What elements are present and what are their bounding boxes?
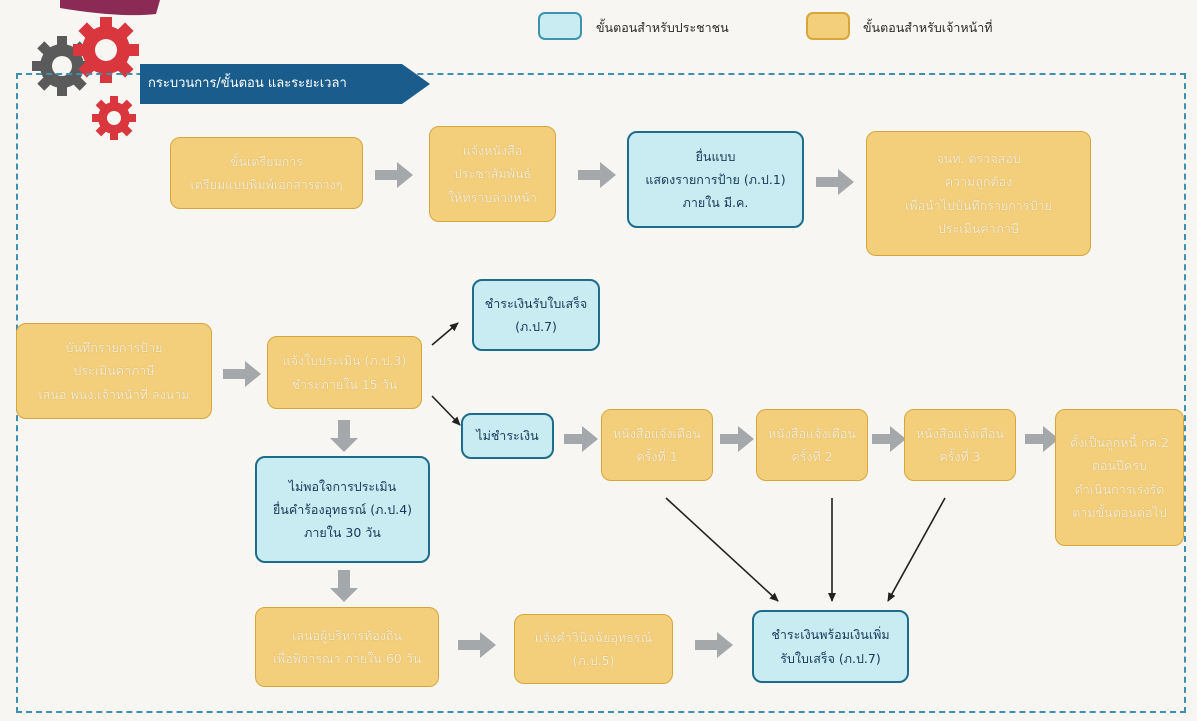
step-notify-public: แจ้งหนังสือ ประชาสัมพันธ์ ให้ทราบล่วงหน้… xyxy=(429,126,556,222)
corner-decoration xyxy=(60,0,160,16)
flow-arrow xyxy=(223,361,261,387)
legend-staff-label: ขั้นตอนสำหรับเจ้าหน้าที่ xyxy=(863,20,993,35)
gears-icon xyxy=(32,17,139,140)
flow-arrow xyxy=(872,426,906,452)
flow-arrow xyxy=(816,169,854,195)
step-pay-receipt: ชำระเงินรับใบเสร็จ (ภ.ป.7) xyxy=(472,279,600,351)
step-notify-assessment: แจ้งใบประเมิน (ภ.ป.3) ชำระภายใน 15 วัน xyxy=(267,336,422,409)
step-reminder-1: หนังสือแจ้งเตือน ครั้งที่ 1 xyxy=(601,409,713,481)
step-appeal-result: แจ้งคำวินิจฉัยอุทธรณ์ (ภ.ป.5) xyxy=(514,614,673,684)
title-banner xyxy=(140,64,430,104)
flow-arrow xyxy=(695,632,733,658)
flow-arrow xyxy=(330,570,358,602)
flow-arrow xyxy=(330,420,358,452)
flow-arrow xyxy=(720,426,754,452)
legend-staff-swatch xyxy=(806,12,850,40)
flow-arrow xyxy=(458,632,496,658)
legend-citizen-swatch xyxy=(538,12,582,40)
step-reminder-2: หนังสือแจ้งเตือน ครั้งที่ 2 xyxy=(756,409,868,481)
page-title: กระบวนการ/ขั้นตอน และระยะเวลา xyxy=(148,76,347,91)
flow-arrow xyxy=(578,162,616,188)
step-not-paid: ไม่ชำระเงิน xyxy=(461,413,554,459)
step-submit-form: ยื่นแบบ แสดงรายการป้าย (ภ.ป.1) ภายใน มี.… xyxy=(627,131,804,228)
flow-arrow xyxy=(564,426,598,452)
flow-arrow xyxy=(375,162,413,188)
step-record-assess: บันทึกรายการป้าย ประเมินค่าภาษี เสนอ พนง… xyxy=(16,323,212,419)
step-pay-surcharge: ชำระเงินพร้อมเงินเพิ่ม รับใบเสร็จ (ภ.ป.7… xyxy=(752,610,909,683)
step-verify: จนท. ตรวจสอบ ความถูกต้อง เพื่อนำไปบันทึก… xyxy=(866,131,1091,256)
flow-arrow xyxy=(1025,426,1059,452)
step-debtor: ตั้งเป็นลูกหนี้ กค.2 ตอนปีครบ ดำเนินการเ… xyxy=(1055,409,1184,546)
legend-citizen-label: ขั้นตอนสำหรับประชาชน xyxy=(596,20,729,35)
step-executive: เสนอผู้บริหารท้องถิ่น เพื่อพิจารณา ภายใน… xyxy=(255,607,439,687)
step-reminder-3: หนังสือแจ้งเตือน ครั้งที่ 3 xyxy=(904,409,1016,481)
step-appeal: ไม่พอใจการประเมิน ยื่นคำร้องอุทธรณ์ (ภ.ป… xyxy=(255,456,430,563)
step-prepare: ขั้นเตรียมการ เตรียมแบบพิมพ์เอกสารต่างๆ xyxy=(170,137,363,209)
